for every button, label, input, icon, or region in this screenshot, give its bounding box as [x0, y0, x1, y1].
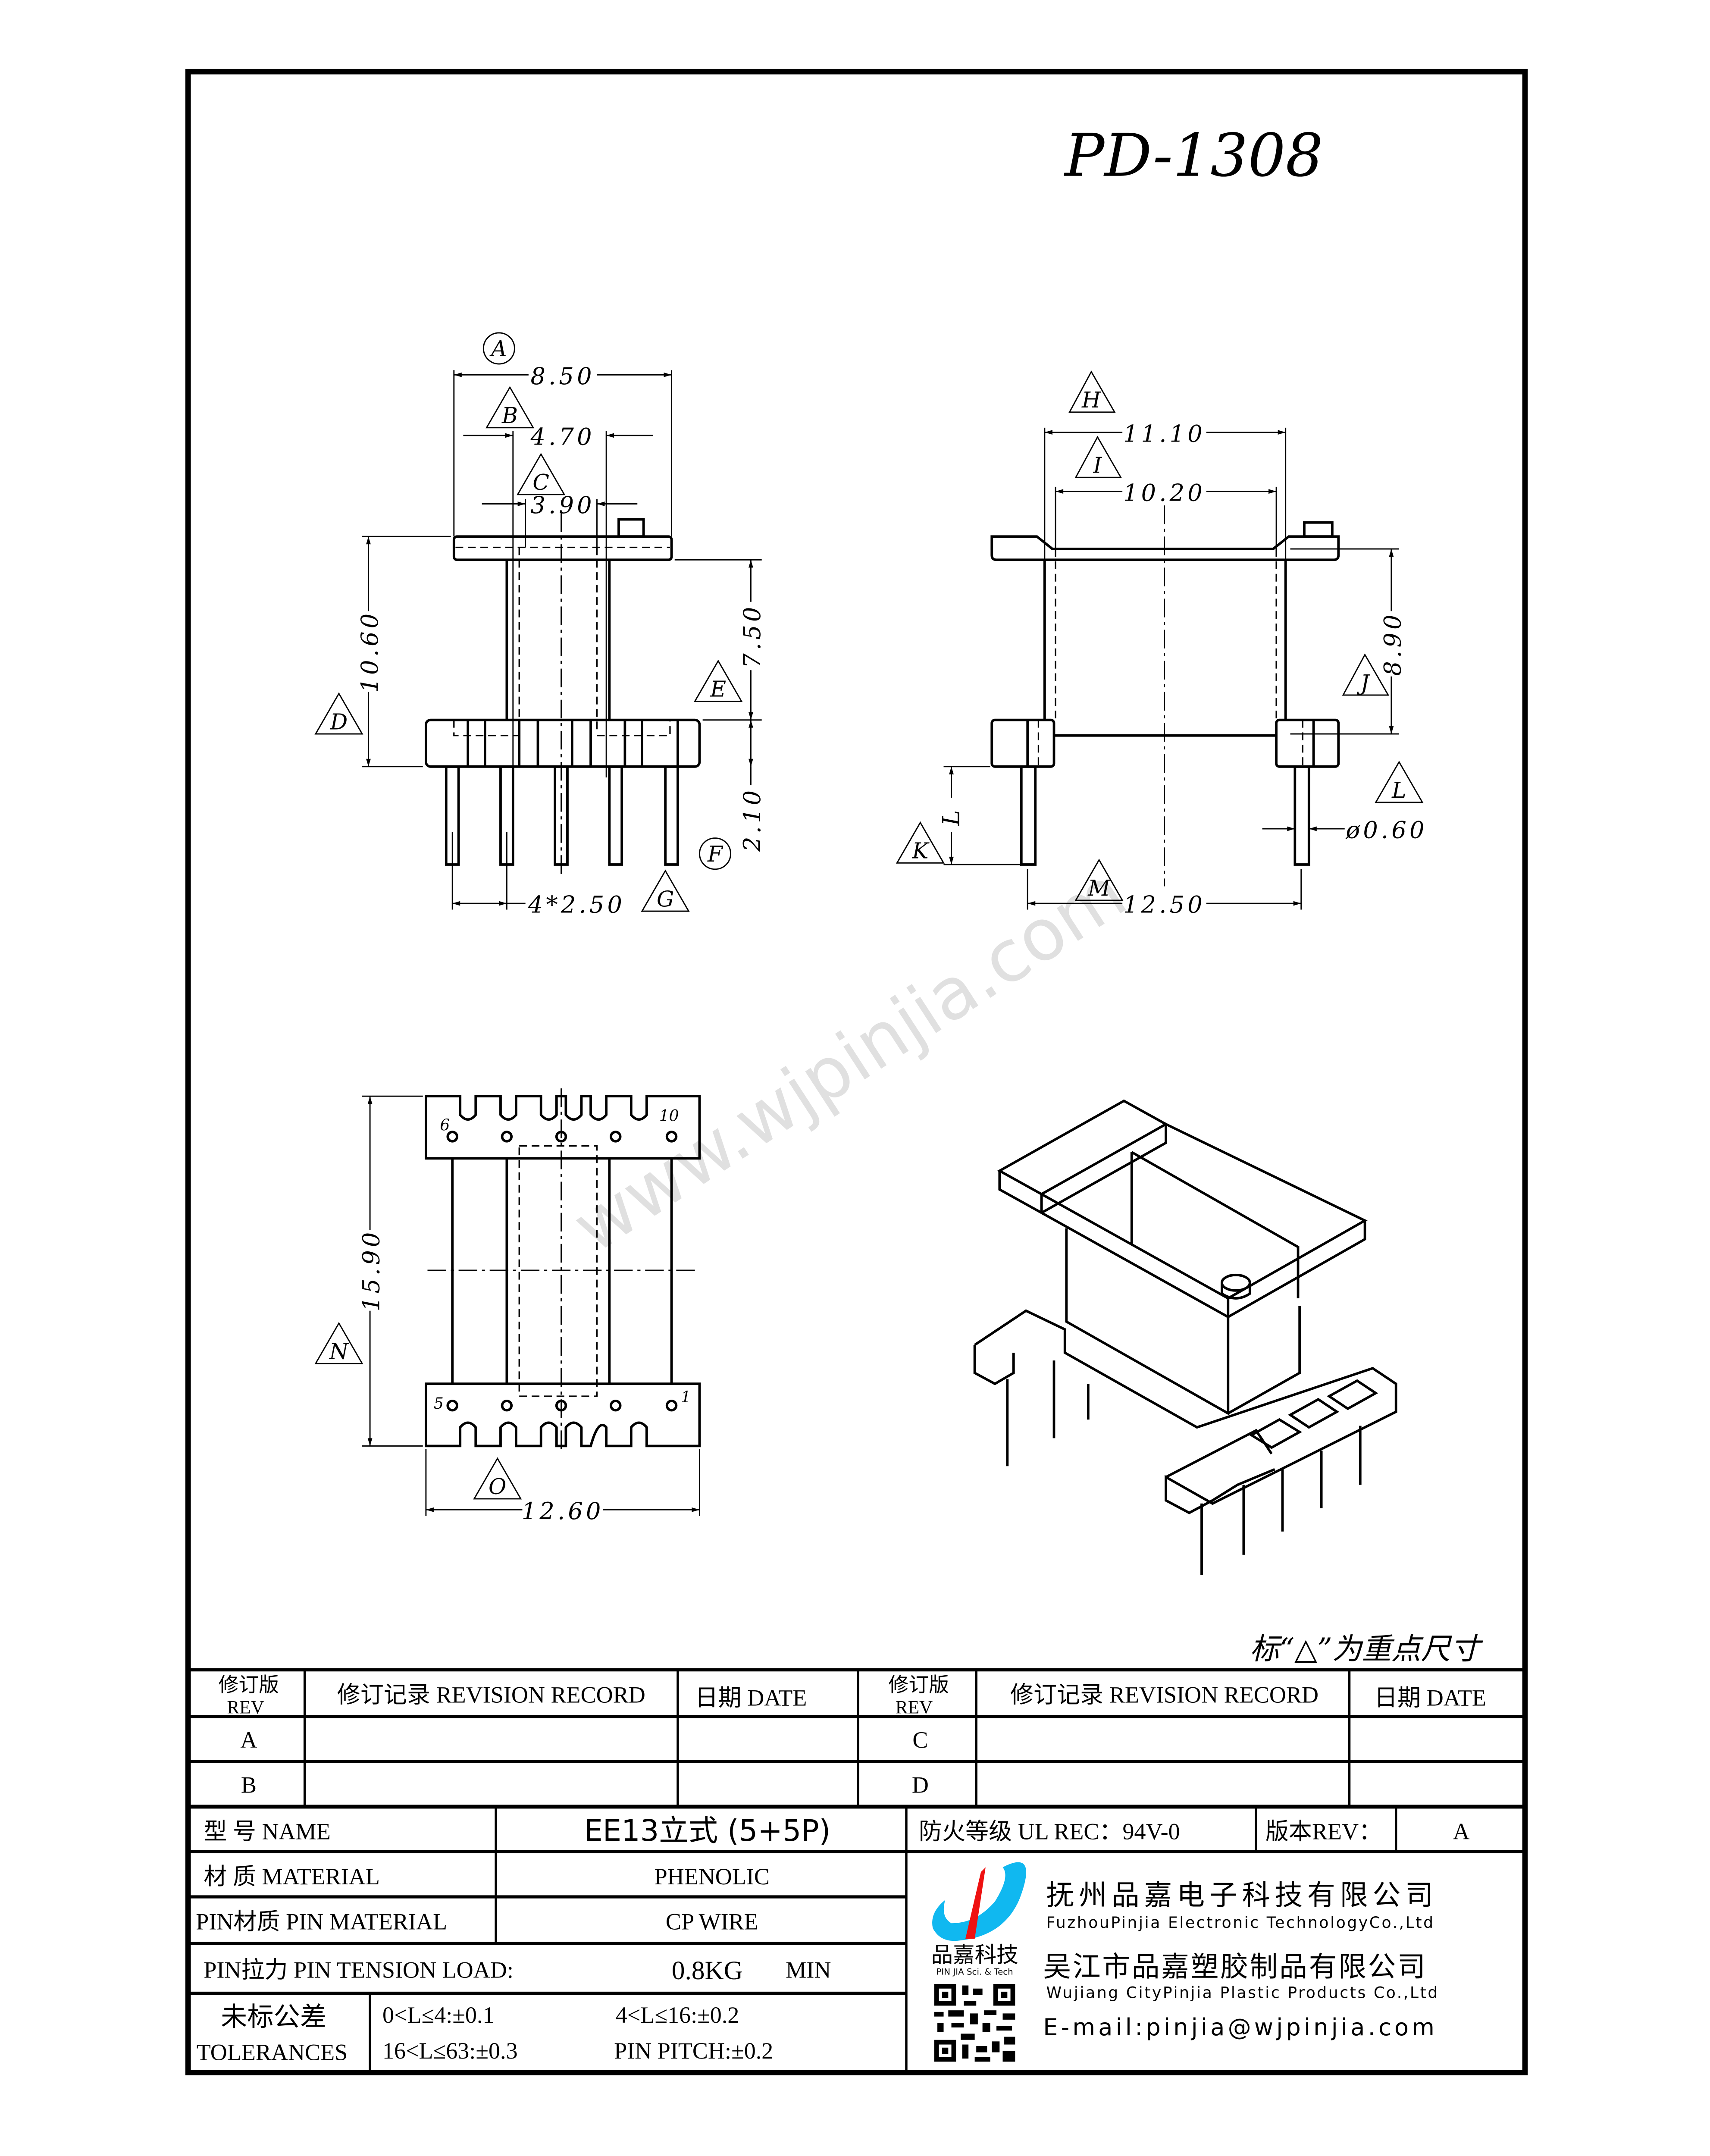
pin-1-label: 1 [681, 1388, 691, 1406]
title-block [188, 1668, 1525, 2073]
dim-a-tag: A [489, 336, 507, 361]
side-view: 11.10 H 10.20 I 8.90 J L K ø0.60 L 12.50… [896, 370, 1428, 918]
rev-header-right: 修订版 [889, 1674, 949, 1696]
pin-5-label: 5 [434, 1395, 444, 1413]
dim-j-value: 8.90 [1379, 611, 1406, 676]
company-name-1-en: FuzhouPinjia Electronic TechnologyCo.,Lt… [1046, 1914, 1434, 1932]
name-value: EE13立式 (5+5P) [584, 1814, 831, 1848]
bottom-view: 6 10 5 1 15.90 N 12.60 O [314, 1088, 701, 1525]
logo-text-en: PIN JIA Sci. & Tech [936, 1967, 1013, 1977]
drawing-frame [185, 69, 1528, 2075]
material-value: PHENOLIC [655, 1864, 770, 1890]
dim-f-tag: F [707, 841, 723, 867]
company-name-2-en: Wujiang CityPinjia Plastic Products Co.,… [1046, 1984, 1439, 2002]
rev-header-left: 修订版 [219, 1674, 279, 1696]
rev-row-a: A [240, 1727, 257, 1753]
ul-rating: 防火等级 UL REC：94V-0 [919, 1819, 1180, 1845]
rev-row-d: D [912, 1772, 929, 1798]
qr-code [934, 1984, 1015, 2062]
version-label: 版本REV： [1265, 1819, 1382, 1845]
pin-6-label: 6 [440, 1116, 450, 1134]
pin-tension-unit: MIN [786, 1957, 831, 1983]
pin-tension-value: 0.8KG [672, 1956, 743, 1985]
dim-d-value: 10.60 [356, 611, 383, 693]
rev-row-b: B [241, 1772, 257, 1798]
dim-o-value: 12.60 [522, 1498, 604, 1525]
dim-c-value: 3.90 [531, 492, 595, 519]
tolerance-4: PIN PITCH:±0.2 [614, 2038, 773, 2064]
logo-text-cn: 品嘉科技 [931, 1942, 1018, 1967]
dim-i-value: 10.20 [1123, 479, 1206, 506]
dim-o-tag: O [489, 1474, 506, 1499]
dim-g-tag: G [657, 886, 674, 912]
dim-e-tag: E [710, 677, 726, 702]
name-label: 型 号 NAME [204, 1819, 330, 1845]
rev-header-right-en: REV [896, 1697, 933, 1718]
company-logo: 品嘉科技 PIN JIA Sci. & Tech [931, 1862, 1027, 1977]
company-email: E-mail:pinjia@wjpinjia.com [1043, 2014, 1438, 2041]
dim-i-tag: I [1093, 452, 1102, 478]
record-header-left: 修订记录 REVISION RECORD [337, 1682, 645, 1708]
dim-b-value: 4.70 [530, 423, 595, 450]
date-header-left: 日期 DATE [695, 1685, 807, 1711]
dim-f-value: 2.10 [739, 787, 766, 852]
pin-tension-label: PIN拉力 PIN TENSION LOAD: [204, 1957, 514, 1983]
company-name-2-cn: 吴江市品嘉塑胶制品有限公司 [1043, 1951, 1427, 1983]
dim-a-value: 8.50 [531, 363, 595, 390]
front-view: 8.50 A 4.70 B 3.90 C 10.60 D 7.50 E 2.10… [314, 332, 766, 918]
dim-m-value: 12.50 [1123, 891, 1206, 918]
pin-10-label: 10 [659, 1107, 679, 1125]
dim-g-value: 4*2.50 [528, 891, 625, 918]
dim-d-tag: D [330, 709, 348, 734]
dim-h-tag: H [1081, 387, 1101, 413]
pin-material-value: CP WIRE [666, 1909, 758, 1935]
rev-row-c: C [912, 1727, 928, 1753]
dim-c-tag: C [532, 470, 549, 495]
tolerance-2: 4<L≤16:±0.2 [616, 2002, 739, 2028]
pin-material-label: PIN材质 PIN MATERIAL [196, 1909, 447, 1935]
dim-n-value: 15.90 [358, 1229, 385, 1312]
date-header-right: 日期 DATE [1374, 1685, 1486, 1711]
tolerance-label-cn: 未标公差 [221, 2002, 326, 2032]
isometric-view [973, 1099, 1397, 1575]
tolerance-label-en: TOLERANCES [197, 2040, 348, 2065]
dim-h-value: 11.10 [1123, 420, 1206, 447]
record-header-right: 修订记录 REVISION RECORD [1010, 1682, 1319, 1708]
dim-n-tag: N [329, 1338, 349, 1364]
dim-k-value: L [938, 807, 965, 826]
dim-m-tag: M [1087, 875, 1111, 901]
dim-k-tag: K [912, 838, 930, 864]
drawing-number: PD-1308 [1063, 122, 1323, 190]
tolerance-1: 0<L≤4:±0.1 [382, 2002, 495, 2028]
drawing-sheet: PD-1308 www.wjpinjia.com 8.50 A 4.70 B 3… [185, 69, 1528, 2075]
dim-b-tag: B [501, 403, 518, 428]
dim-l-tag: L [1391, 777, 1406, 803]
rev-header-left-en: REV [227, 1697, 264, 1718]
material-label: 材 质 MATERIAL [204, 1864, 380, 1890]
key-dimension-note: 标“△”为重点尺寸 [1250, 1632, 1483, 1666]
dim-l-value: ø0.60 [1346, 817, 1428, 844]
version-value: A [1453, 1819, 1470, 1845]
company-name-1-cn: 抚州品嘉电子科技有限公司 [1046, 1879, 1438, 1912]
dim-e-value: 7.50 [739, 604, 766, 668]
tolerance-3: 16<L≤63:±0.3 [382, 2038, 518, 2064]
